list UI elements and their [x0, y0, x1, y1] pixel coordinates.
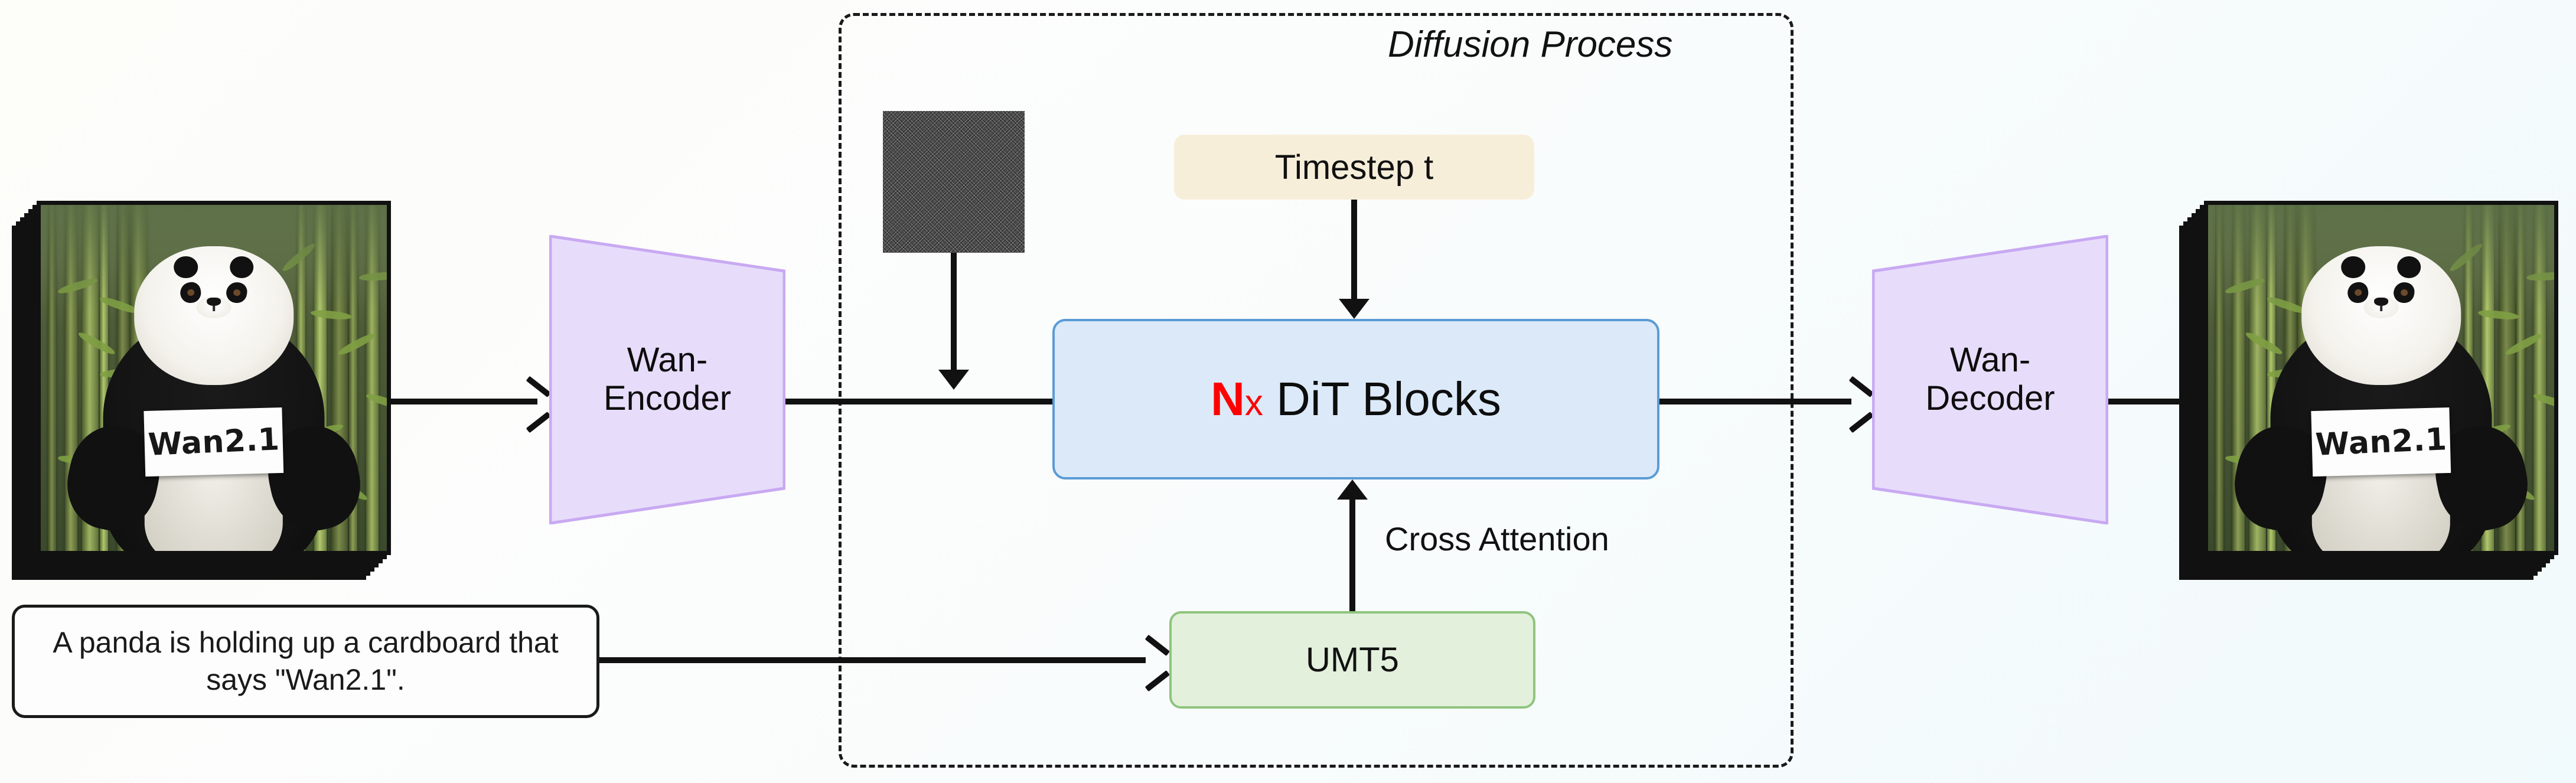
- panda-ear: [2341, 256, 2366, 279]
- wan-encoder-label: Wan- Encoder: [603, 341, 732, 417]
- connector-input-to-encoder: [390, 399, 537, 404]
- cardboard-sign: Wan2.1: [144, 407, 284, 477]
- panda-illustration: Wan2.1: [2208, 205, 2554, 551]
- arrowhead-cross-attention-up: [1337, 479, 1368, 500]
- cardboard-sign: Wan2.1: [2311, 407, 2451, 477]
- dit-repeat-count: N: [1211, 373, 1245, 425]
- panda-pupil: [2354, 289, 2362, 297]
- panda-ear: [2396, 256, 2421, 279]
- panda-nose: [2373, 298, 2389, 306]
- video-frame: Wan2.1: [37, 201, 391, 555]
- umt5-text-encoder-block[interactable]: UMT5: [1169, 611, 1535, 709]
- dit-multiply-sign: x: [1244, 383, 1263, 423]
- output-video-frames: Wan2.1Wan2.1Wan2.1Wan2.1Wan2.1Wan2.1Wan2…: [2179, 201, 2558, 580]
- panda-ear: [229, 256, 254, 279]
- panda-mouth: [212, 306, 216, 312]
- wan-decoder-label: Wan- Decoder: [1925, 341, 2055, 417]
- timestep-label: Timestep t: [1274, 148, 1434, 187]
- connector-noise-to-flow: [951, 253, 957, 371]
- panda-eye-patch: [2392, 280, 2416, 305]
- panda-nose: [206, 298, 221, 306]
- cross-attention-label: Cross Attention: [1385, 520, 1609, 557]
- connector-dit-to-decoder: [1659, 399, 1851, 404]
- panda-head: [134, 246, 294, 385]
- panda-mouth: [2379, 306, 2383, 312]
- cardboard-sign-text: Wan2.1: [147, 421, 281, 463]
- panda-illustration: Wan2.1: [41, 205, 387, 551]
- text-prompt-value: A panda is holding up a cardboard that s…: [53, 626, 559, 696]
- text-prompt-box[interactable]: A panda is holding up a cardboard that s…: [12, 605, 599, 718]
- panda-eye-patch: [225, 280, 249, 305]
- arrowhead-timestep-down: [1339, 299, 1369, 319]
- diffusion-process-label: Diffusion Process: [1388, 24, 1673, 65]
- gaussian-noise-latent-icon: [883, 111, 1025, 253]
- panda-pupil: [2400, 289, 2409, 297]
- umt5-label: UMT5: [1306, 641, 1399, 679]
- dit-blocks-block[interactable]: Nx DiT Blocks: [1052, 319, 1659, 479]
- dit-blocks-text: DiT Blocks: [1276, 373, 1501, 425]
- cardboard-sign-text: Wan2.1: [2314, 421, 2448, 463]
- arrowhead-noise-down: [938, 370, 969, 390]
- panda-pupil: [187, 289, 195, 297]
- connector-decoder-to-output: [2108, 399, 2182, 404]
- diffusion-process-region: [839, 13, 1794, 768]
- connector-umt5-to-dit: [1349, 499, 1355, 611]
- input-video-frames: Wan2.1Wan2.1Wan2.1Wan2.1Wan2.1Wan2.1Wan2…: [12, 201, 391, 580]
- panda-head: [2301, 246, 2461, 385]
- connector-prompt-to-umt5: [599, 657, 1146, 663]
- panda-pupil: [233, 289, 242, 297]
- timestep-block[interactable]: Timestep t: [1174, 135, 1534, 200]
- connector-timestep-to-dit: [1351, 200, 1357, 301]
- panda-ear: [174, 256, 198, 279]
- dit-blocks-label: Nx DiT Blocks: [1211, 372, 1501, 426]
- video-frame: Wan2.1: [2204, 201, 2558, 555]
